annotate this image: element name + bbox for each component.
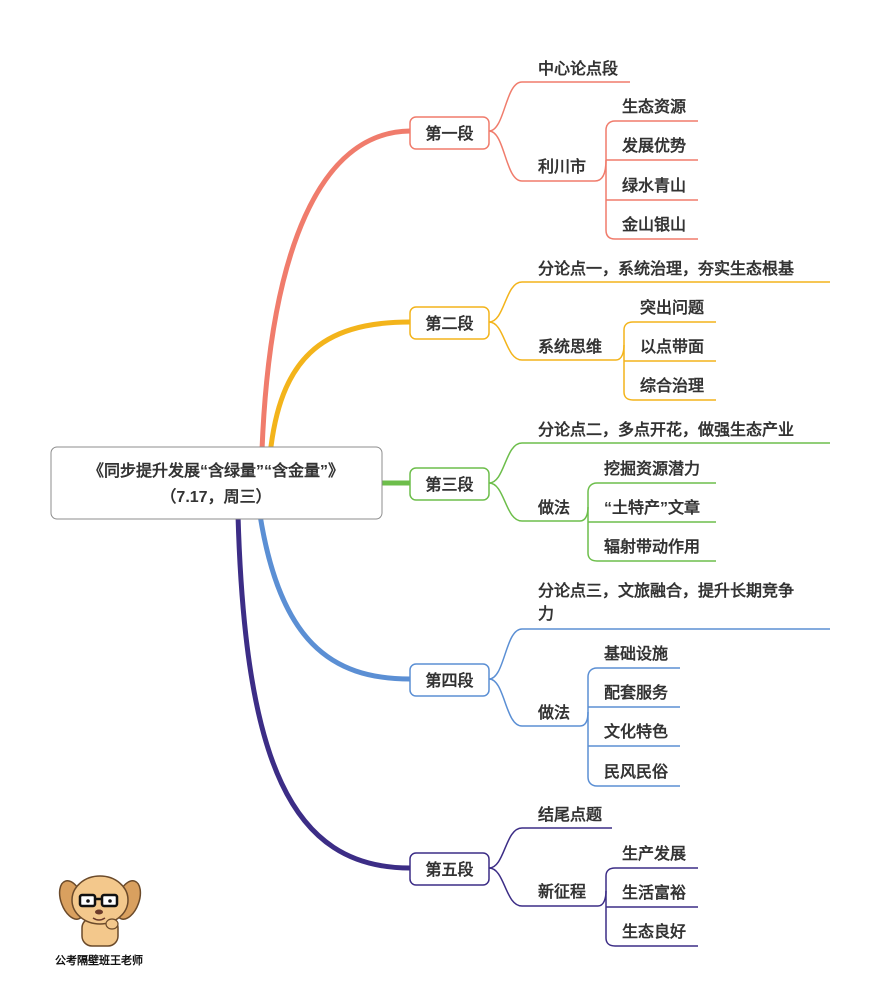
section-label: 第三段 <box>425 475 474 494</box>
leaf-label: 金山银山 <box>621 215 686 234</box>
section-node-2[interactable]: 第二段 <box>409 306 490 340</box>
branch-line <box>587 712 680 787</box>
connector-section-4 <box>257 512 413 682</box>
subtopic-label: 利川市 <box>538 157 586 176</box>
subtopic-label-line-1: 分论点三，文旅融合，提升长期竞争 <box>538 581 794 600</box>
section-4: 第四段 分论点三，文旅融合，提升长期竞争 力 做法 基础设施 配套服务 文化特色… <box>409 581 830 787</box>
connector-section-2 <box>267 319 413 458</box>
branch-line <box>597 867 698 907</box>
subtopic-label: 分论点一，系统治理，夯实生态根基 <box>538 259 795 278</box>
subtopic-label-line-2: 力 <box>538 604 554 623</box>
branch-line <box>488 827 612 869</box>
branch-line <box>623 345 716 401</box>
branch-line <box>488 628 830 680</box>
root-title: 《同步提升发展“含绿量”“含金量”》 <box>88 461 344 480</box>
branch-line <box>488 130 595 182</box>
section-node-3[interactable]: 第三段 <box>409 467 490 501</box>
section-label: 第五段 <box>425 860 474 879</box>
section-5: 第五段 结尾点题 新征程 生产发展 生活富裕 生态良好 <box>409 805 698 947</box>
subtopic-label: 分论点二，多点开花，做强生态产业 <box>538 420 794 439</box>
branch-line <box>605 891 698 947</box>
main-connectors <box>235 128 413 871</box>
leaf-label: 发展优势 <box>621 136 686 155</box>
section-node-4[interactable]: 第四段 <box>409 663 490 697</box>
branch-line <box>587 507 716 562</box>
branch-line <box>488 281 830 323</box>
branch-line <box>605 160 698 240</box>
branch-line <box>615 321 716 361</box>
branch-line <box>579 482 716 522</box>
subtopic-label: 中心论点段 <box>538 59 619 78</box>
leaf-label: 突出问题 <box>640 298 705 317</box>
branch-line <box>594 120 698 182</box>
leaf-label: 综合治理 <box>640 376 704 395</box>
leaf-label: 文化特色 <box>604 722 668 741</box>
section-3: 第三段 分论点二，多点开花，做强生态产业 做法 挖掘资源潜力 “土特产”文章 辐… <box>409 420 830 562</box>
section-node-5[interactable]: 第五段 <box>409 852 490 886</box>
branch-line <box>488 867 598 907</box>
leaf-label: 辐射带动作用 <box>604 537 700 556</box>
leaf-label: “土特产”文章 <box>604 498 700 517</box>
branch-line <box>488 678 580 727</box>
subtopic-label: 结尾点题 <box>537 805 603 824</box>
leaf-label: 绿水青山 <box>622 176 686 195</box>
section-label: 第一段 <box>425 124 474 143</box>
root-subtitle: （7.17，周三） <box>160 488 271 506</box>
section-label: 第二段 <box>425 314 474 333</box>
connector-section-5 <box>235 512 413 871</box>
branch-line <box>488 442 830 484</box>
leaf-label: 挖掘资源潜力 <box>604 459 700 478</box>
leaf-label: 配套服务 <box>604 683 669 702</box>
section-2: 第二段 分论点一，系统治理，夯实生态根基 系统思维 突出问题 以点带面 综合治理 <box>409 259 830 401</box>
subtopic-label: 系统思维 <box>538 337 602 356</box>
subtopic-label: 新征程 <box>538 882 586 901</box>
leaf-label: 以点带面 <box>640 337 704 356</box>
branch-line <box>579 667 680 727</box>
subtopic-label: 做法 <box>537 703 570 722</box>
section-label: 第四段 <box>425 671 474 690</box>
root-node[interactable]: 《同步提升发展“含绿量”“含金量”》 （7.17，周三） <box>50 446 383 520</box>
section-node-1[interactable]: 第一段 <box>409 116 490 150</box>
branch-line <box>488 321 616 361</box>
leaf-label: 生活富裕 <box>622 883 686 902</box>
watermark-label: 公考隔壁班王老师 <box>55 955 143 967</box>
branch-line <box>488 81 630 132</box>
leaf-label: 基础设施 <box>603 644 668 663</box>
branch-line <box>488 482 580 522</box>
connector-section-1 <box>259 128 413 453</box>
section-1: 第一段 中心论点段 利川市 生态资源 发展优势 绿水青山 金山银山 <box>409 59 698 240</box>
leaf-label: 生态良好 <box>622 922 686 941</box>
leaf-label: 生态资源 <box>622 97 686 116</box>
mascot-dog-icon <box>58 875 142 947</box>
leaf-label: 民风民俗 <box>604 762 669 781</box>
subtopic-label: 做法 <box>537 498 570 517</box>
leaf-label: 生产发展 <box>622 844 687 863</box>
